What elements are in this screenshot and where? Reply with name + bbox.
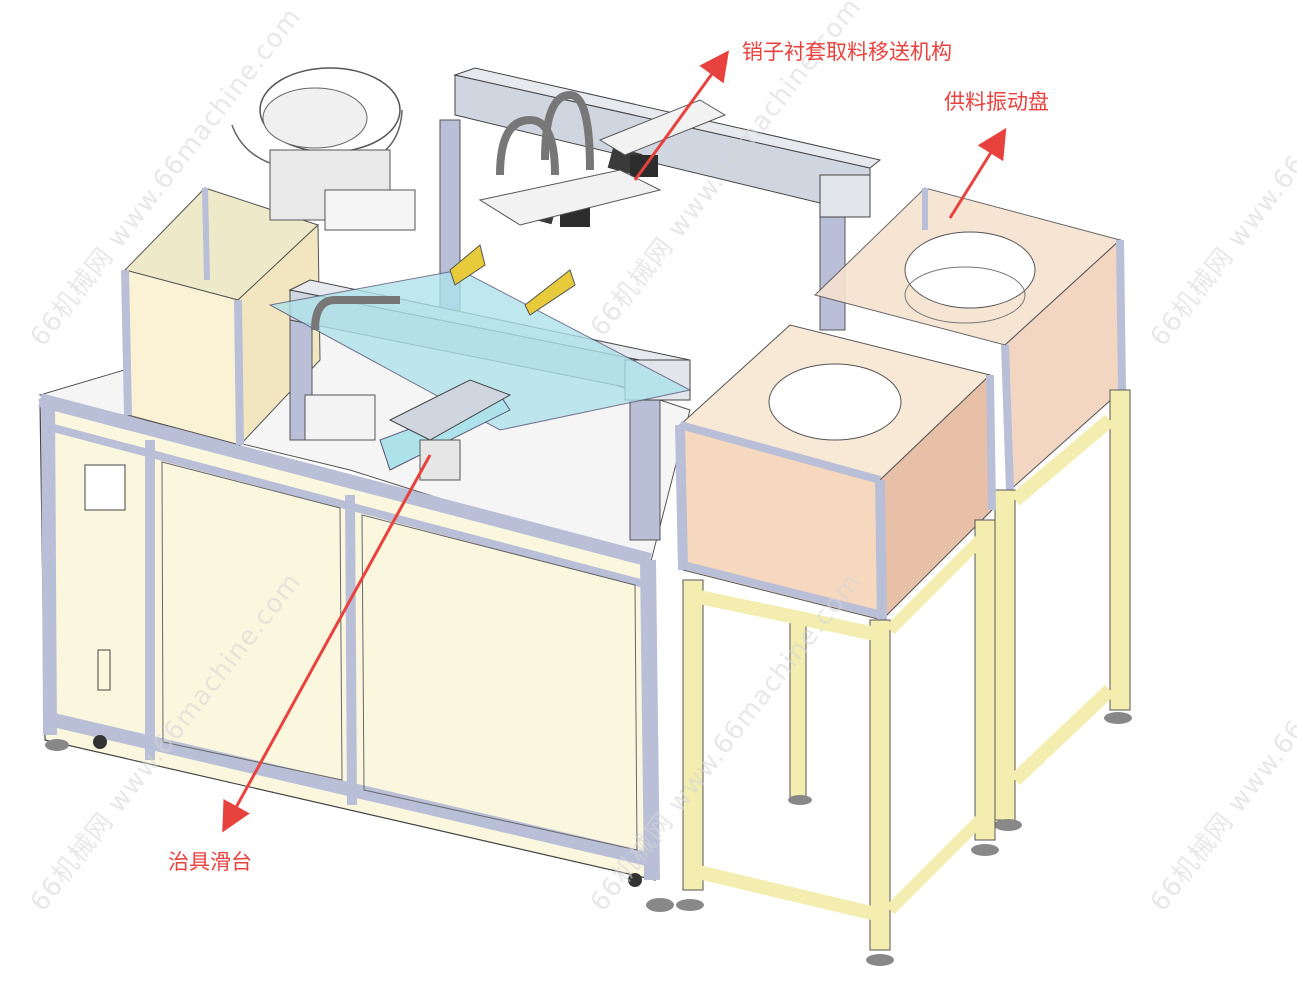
label-pin-sleeve-mechanism: 销子衬套取料移送机构	[742, 40, 952, 64]
arrow-feeder-bowl	[948, 127, 1007, 219]
gantry-mechanism	[268, 67, 882, 541]
right-front-stand	[676, 519, 999, 966]
right-back-stand	[994, 389, 1132, 831]
label-fixture-slide: 治具滑台	[168, 850, 252, 874]
arrow-pin-sleeve	[633, 50, 730, 181]
left-vibratory-bowl	[231, 67, 416, 231]
right-front-feeder-cabinet	[675, 324, 996, 622]
arrow-fixture-slide	[222, 454, 432, 833]
label-feeder-bowl: 供料振动盘	[944, 90, 1049, 114]
